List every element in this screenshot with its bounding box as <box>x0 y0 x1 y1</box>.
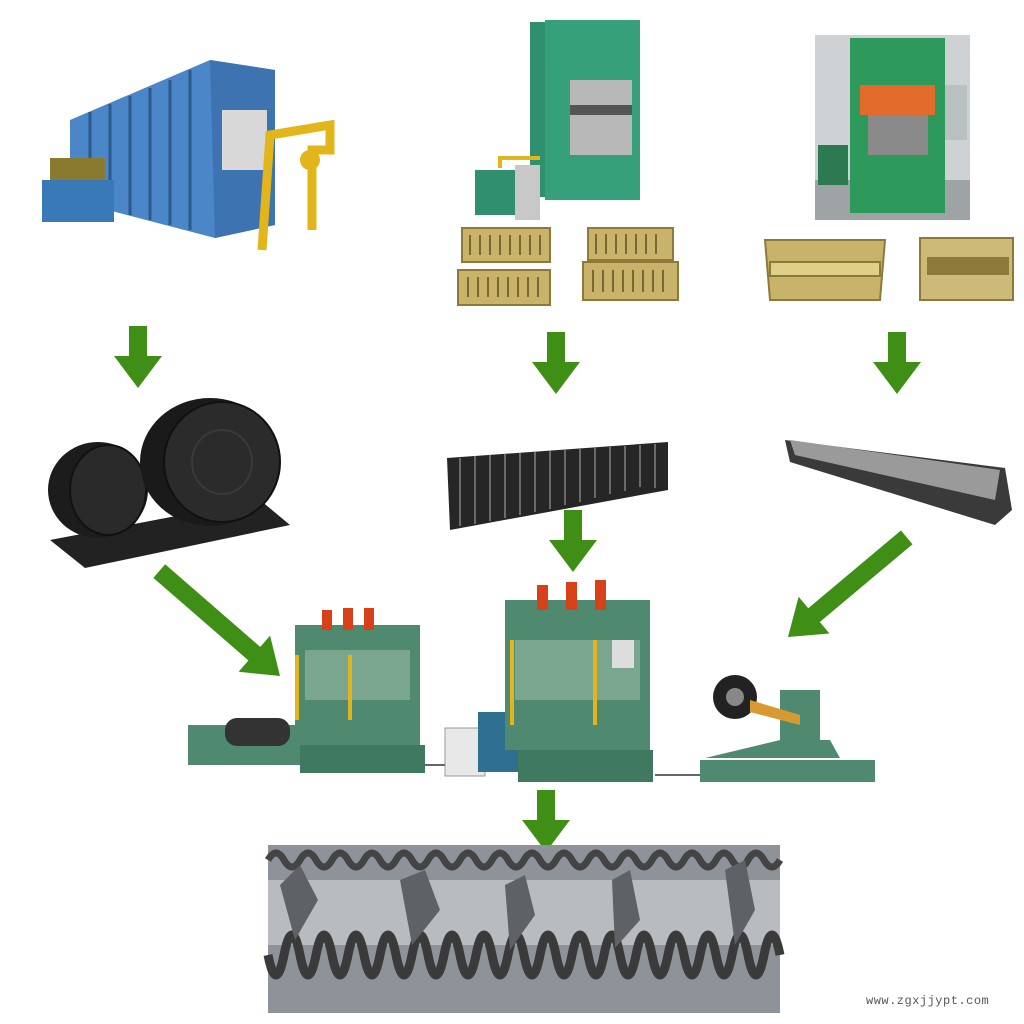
conveyor-belt-rolls-image <box>48 398 290 568</box>
watermark: www.zgxjjypt.com <box>866 994 990 1008</box>
arrow-icon <box>788 530 913 637</box>
corrugated-sidewall-image <box>447 442 668 530</box>
production-line-image <box>188 580 875 782</box>
arrow-icon <box>549 510 597 572</box>
arrow-icon <box>522 790 570 852</box>
arrow-icon <box>114 326 162 388</box>
arrow-icon <box>153 564 280 676</box>
cleat-press-machine-image <box>815 35 970 220</box>
cleat-mold-images <box>763 237 1014 301</box>
cleat-profile-image <box>785 440 1012 525</box>
sidewall-mold-images <box>457 227 679 306</box>
arrow-icon <box>532 332 580 394</box>
blue-press-machine-image <box>42 60 335 251</box>
finished-sidewall-belt-image <box>263 845 785 1013</box>
arrow-icon <box>873 332 921 394</box>
green-press-machine-image <box>475 20 640 220</box>
